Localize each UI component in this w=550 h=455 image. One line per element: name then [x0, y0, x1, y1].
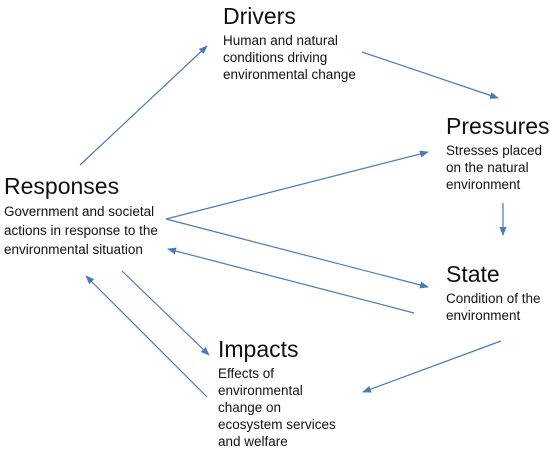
- node-state: State Condition of the environment: [446, 261, 550, 324]
- drivers-title: Drivers: [223, 3, 296, 29]
- arrow-state-to-impacts: [362, 340, 502, 393]
- arrow-drivers-to-pressures: [361, 51, 499, 99]
- node-pressures: Pressures Stresses placed on the natural…: [446, 113, 550, 193]
- responses-description: Government and societal actions in respo…: [4, 204, 158, 257]
- state-description: Condition of the environment: [446, 291, 541, 323]
- arrow-state-to-responses: [167, 247, 415, 314]
- pressures-description: Stresses placed on the natural environme…: [446, 143, 543, 192]
- responses-title: Responses: [4, 173, 120, 199]
- impacts-title: Impacts: [218, 336, 299, 362]
- arrow-responses-to-drivers: [79, 45, 208, 166]
- arrow-responses-to-impacts: [121, 270, 210, 356]
- arrow-responses-to-state: [165, 218, 429, 289]
- pressures-title: Pressures: [446, 113, 550, 139]
- drivers-description: Human and natural conditions driving env…: [223, 33, 356, 82]
- arrow-impacts-to-responses: [85, 275, 208, 398]
- arrow-responses-to-pressures: [165, 150, 429, 220]
- node-drivers: Drivers Human and natural conditions dri…: [223, 3, 373, 83]
- node-impacts: Impacts Effects of environmental change …: [218, 336, 348, 450]
- impacts-description: Effects of environmental change on ecosy…: [218, 366, 336, 449]
- state-title: State: [446, 261, 500, 287]
- node-responses: Responses Government and societal action…: [4, 173, 164, 259]
